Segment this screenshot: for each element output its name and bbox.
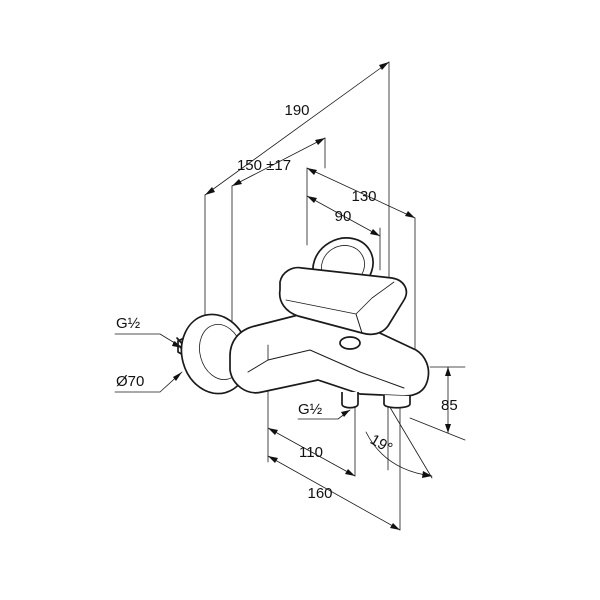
leader-lines [114,333,351,420]
dim-190-label: 190 [284,102,309,119]
dimension-90 [306,195,381,237]
lever-handle [278,266,408,336]
dimension-150 [231,137,326,187]
angle-label: 19° [367,431,395,457]
bottom-outlet [341,392,359,409]
dim-150-label: 150 ±17 [237,157,291,174]
diverter-knob [339,336,361,350]
spout-tip [383,395,411,409]
dim-85-label: 85 [441,397,458,414]
dimension-85 [445,366,451,434]
dimension-160 [267,455,401,531]
dim-160-label: 160 [307,485,332,502]
labels: 190 150 ±17 130 90 85 110 160 19° G½ Ø70… [116,102,458,502]
thread-wall-label: G½ [116,315,141,332]
faucet [174,237,430,409]
dim-130-label: 130 [351,188,376,205]
dimension-190 [204,61,390,196]
diameter-label: Ø70 [116,373,144,390]
dim-90-label: 90 [335,208,352,225]
extension-lines [204,61,466,531]
dimension-110 [267,427,356,477]
dimension-130 [306,167,416,219]
thread-outlet-label: G½ [298,401,323,418]
dim-110-label: 110 [299,444,323,461]
dimension-angle [365,403,433,479]
